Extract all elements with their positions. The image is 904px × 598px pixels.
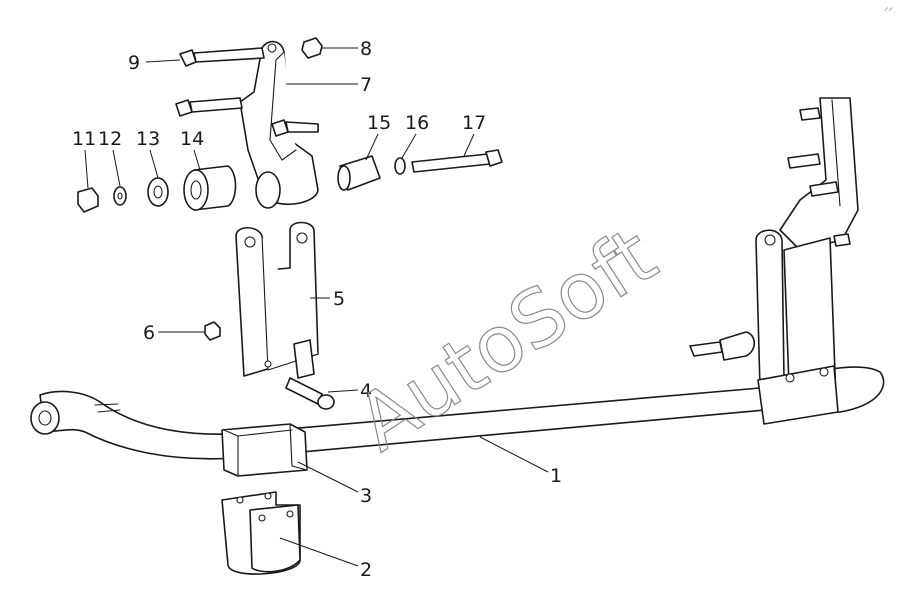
corner-mark: ⸝⸝: [884, 3, 893, 13]
callouts: 1 2 3 4 5 6 7 8 9 11 12 13 14 15 16 17: [72, 38, 562, 581]
nut-6: [204, 321, 221, 341]
washer-13: [147, 177, 169, 207]
bolt-9: [175, 47, 265, 117]
callout-11: 11: [72, 128, 96, 150]
washer-12: [113, 186, 127, 206]
clamp-2: [221, 491, 301, 575]
callout-12: 12: [98, 128, 122, 150]
bolt-17: [411, 149, 503, 173]
callout-9: 9: [128, 52, 140, 74]
bolt-4: [285, 339, 335, 410]
right-assembly: [689, 97, 859, 425]
callout-6: 6: [143, 322, 155, 344]
callout-15: 15: [367, 112, 391, 134]
nut-8: [301, 37, 323, 59]
bushing-3: [221, 423, 308, 477]
callout-4: 4: [360, 380, 372, 402]
callout-14: 14: [180, 128, 204, 150]
callout-13: 13: [136, 128, 160, 150]
shackle-5: [235, 221, 319, 377]
leader-lines: [84, 47, 549, 567]
bolt-bracket: [271, 119, 319, 137]
sleeve-15: [337, 155, 381, 191]
callout-17: 17: [462, 112, 486, 134]
callout-1: 1: [550, 465, 562, 487]
callout-8: 8: [360, 38, 372, 60]
callout-3: 3: [360, 485, 372, 507]
bushing-14: [183, 165, 237, 211]
washer-16: [394, 157, 406, 175]
callout-2: 2: [360, 559, 372, 581]
callout-5: 5: [333, 288, 345, 310]
nut-11: [77, 187, 99, 213]
callout-7: 7: [360, 74, 372, 96]
callout-16: 16: [405, 112, 429, 134]
